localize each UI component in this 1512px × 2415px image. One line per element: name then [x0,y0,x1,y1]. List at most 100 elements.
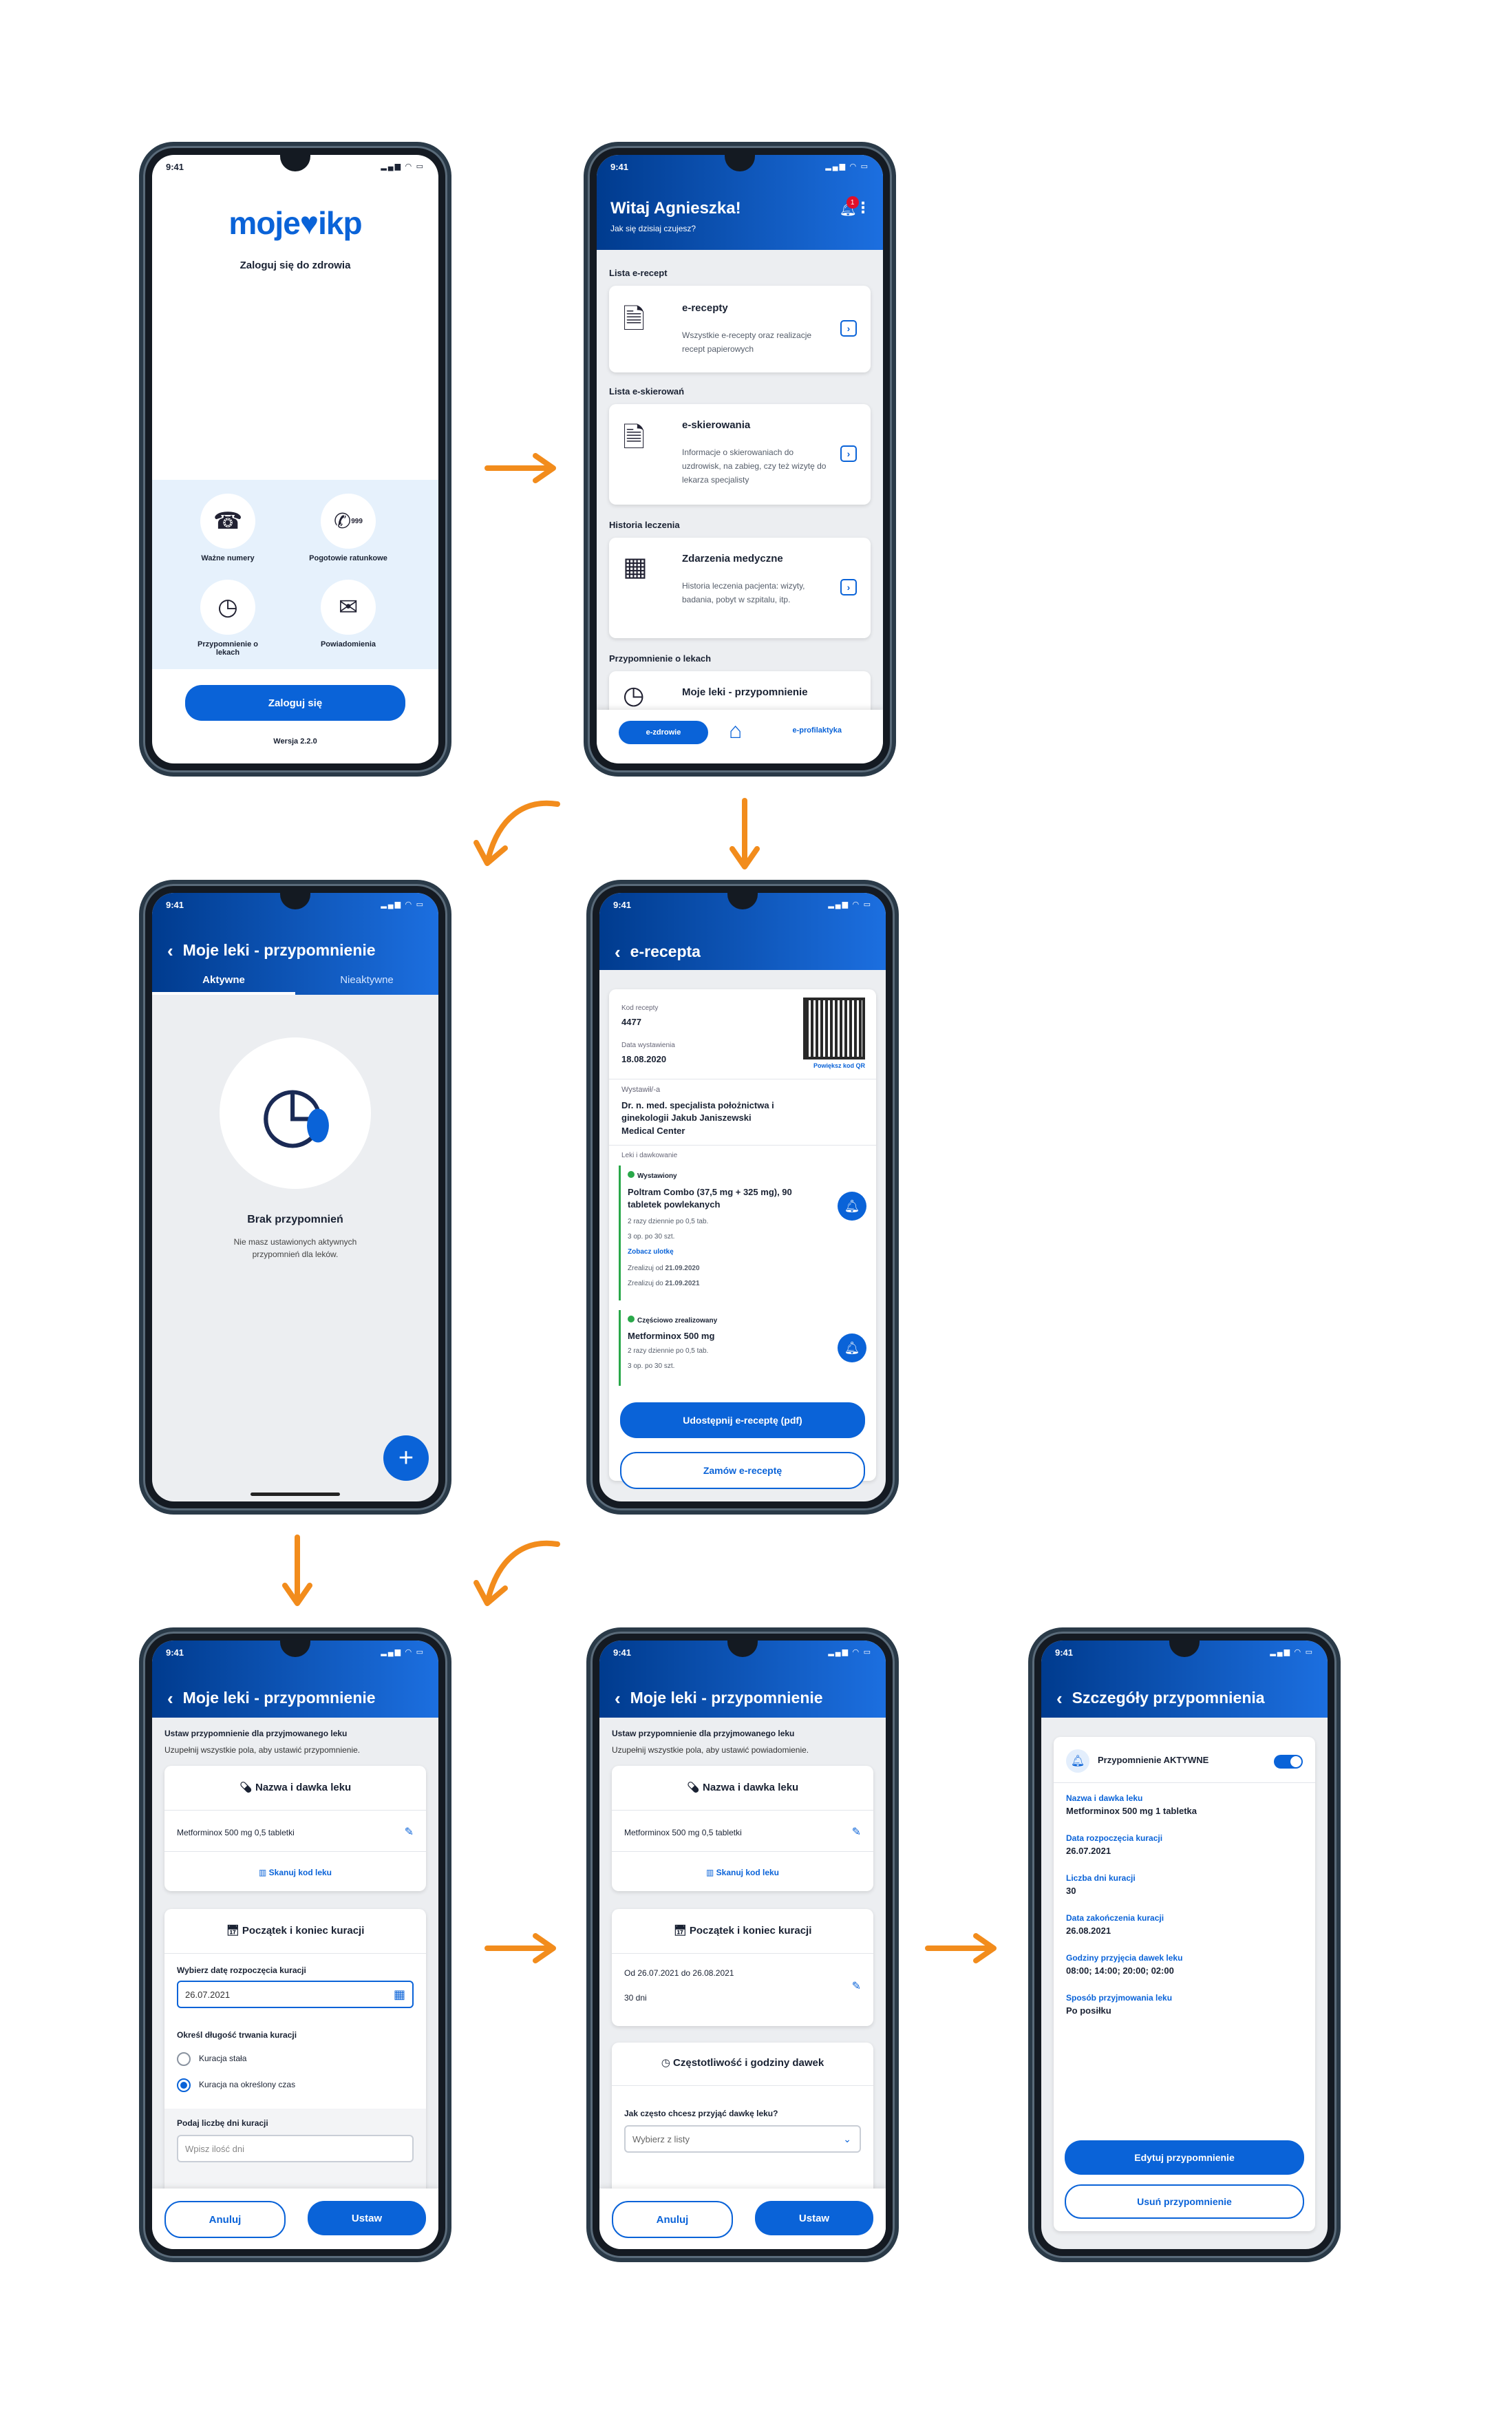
card-medical-events[interactable]: ▦ Zdarzenia medyczne Historia leczenia p… [609,538,871,638]
flow-arrow-right-icon [925,1933,997,1963]
tile-emergency[interactable]: ✆999 Pogotowie ratunkowe [307,494,390,562]
qr-code[interactable] [803,998,865,1059]
frequency-select[interactable]: Wybierz z listy⌄ [624,2125,861,2153]
card-e-prescriptions[interactable]: 🗎︎ e-recepty Wszystkie e-recepty oraz re… [609,286,871,372]
reminder-details-screen: 9:41▂▄▆ ◠ ▭ ‹ Szczegóły przypomnienia 🔔︎… [1041,1641,1328,2249]
nav-e-health[interactable]: e-zdrowie [619,721,708,744]
med-name-card: 💊︎ Nazwa i dawka leku Metforminox 500 mg… [164,1766,426,1891]
clock-icon: ◷ [661,2057,670,2069]
flow-arrow-right-icon [485,453,556,483]
page-title: Moje leki - przypomnienie [182,1689,376,1707]
add-reminder-button[interactable]: + [383,1435,429,1481]
empty-illustration: ◷⬮ [220,1037,371,1189]
back-arrow-icon[interactable]: ‹ [1056,1687,1063,1709]
flow-arrow-down-icon [730,798,760,869]
page-title: Moje leki - przypomnienie [630,1689,823,1707]
tab-inactive[interactable]: Nieaktywne [340,974,394,986]
chevron-right-icon[interactable]: › [840,445,857,462]
med-item: Częściowo zrealizowany Metforminox 500 m… [619,1310,866,1386]
prescription-doc-icon: 🗎︎ [623,304,646,335]
frequency-card: ◷ Częstotliwość i godziny dawek Jak częs… [612,2043,873,2208]
delete-reminder-button[interactable]: Usuń przypomnienie [1065,2184,1304,2219]
phonebook-icon: ☎ [200,494,255,549]
reminder-bell-button[interactable]: 🔔︎ [838,1192,866,1221]
edit-pencil-icon[interactable]: ✎ [404,1826,414,1838]
clock-icon: ◷ [623,681,645,709]
phone-e-prescription: 9:41▂▄▆ ◠ ▭ ‹ e-recepta Kod recepty 4477… [590,884,895,1510]
back-arrow-icon[interactable]: ‹ [615,941,621,962]
days-input[interactable]: Wpisz ilość dni [177,2135,414,2162]
tile-med-reminder[interactable]: ◷ Przypomnienie o lekach [187,580,269,657]
flow-arrow-curved-icon [473,800,560,866]
start-date-input[interactable]: 26.07.2021▦ [177,1981,414,2008]
set-button[interactable]: Ustaw [308,2201,426,2235]
leaflet-link[interactable]: Zobacz ulotkę [628,1248,674,1256]
phone-set-reminder-1: 9:41▂▄▆ ◠ ▭ ‹ Moje leki - przypomnienie … [143,1632,447,2258]
envelope-icon: ✉ [321,580,376,635]
home-icon[interactable]: ⌂ [729,718,743,743]
emergency-phone-icon: ✆999 [321,494,376,549]
med-value[interactable]: Metforminox 500 mg 0,5 tabletki [624,1828,742,1837]
scan-code-link[interactable]: ▥ Skanuj kod leku [705,1868,780,1877]
login-button[interactable]: Zaloguj się [185,685,405,721]
active-toggle[interactable] [1274,1755,1303,1769]
edit-pencil-icon[interactable]: ✎ [851,1826,861,1838]
enlarge-qr-link[interactable]: Powiększ kod QR [813,1062,865,1069]
treatment-period-card: 📅︎ Początek i koniec kuracji Od 26.07.20… [612,1909,873,2026]
greeting-question: Jak się dzisiaj czujesz? [610,224,696,233]
barcode-icon: ▥ [705,1868,714,1877]
order-prescription-button[interactable]: Zamów e-receptę [620,1452,865,1489]
radio-fixed-period[interactable]: Kuracja na określony czas [177,2078,295,2092]
set-button[interactable]: Ustaw [755,2201,873,2235]
calendar-icon: 📅︎ [226,1925,239,1937]
scan-code-link[interactable]: ▥ Skanuj kod leku [258,1868,332,1877]
app-version: Wersja 2.2.0 [273,737,317,746]
tile-important-numbers[interactable]: ☎ Ważne numery [187,494,269,562]
status-time: 9:41 [166,162,184,172]
phone-reminder-details: 9:41▂▄▆ ◠ ▭ ‹ Szczegóły przypomnienia 🔔︎… [1032,1632,1337,2258]
quick-tiles: ☎ Ważne numery ✆999 Pogotowie ratunkowe … [152,480,438,669]
share-pdf-button[interactable]: Udostępnij e-receptę (pdf) [620,1402,865,1438]
tab-active-indicator [152,992,295,995]
flow-arrow-down-icon [282,1535,312,1606]
set-reminder-2-screen: 9:41▂▄▆ ◠ ▭ ‹ Moje leki - przypomnienie … [599,1641,886,2249]
chevron-right-icon[interactable]: › [840,579,857,595]
tile-notifications[interactable]: ✉ Powiadomienia [307,580,390,648]
flow-arrow-right-icon [485,1933,556,1963]
calendar-icon: 📅︎ [673,1925,687,1937]
med-item: Wystawiony Poltram Combo (37,5 mg + 325 … [619,1166,866,1300]
med-value[interactable]: Metforminox 500 mg 0,5 tabletki [177,1828,295,1837]
reminders-empty-screen: 9:41▂▄▆ ◠ ▭ ‹ Moje leki - przypomnienie … [152,893,438,1501]
back-arrow-icon[interactable]: ‹ [167,1687,173,1709]
page-title: Moje leki - przypomnienie [182,941,376,959]
phone-login: 9:41▂▄▆ ◠ ▭ moje♥ikp Zaloguj się do zdro… [143,146,447,772]
back-arrow-icon[interactable]: ‹ [167,940,173,961]
partial-status-icon [628,1316,635,1322]
med-name-card: 💊︎ Nazwa i dawka leku Metforminox 500 mg… [612,1766,873,1891]
e-prescription-screen: 9:41▂▄▆ ◠ ▭ ‹ e-recepta Kod recepty 4477… [599,893,886,1501]
bottom-nav: e-zdrowie ⌂ e-profilaktyka [597,710,883,763]
prescription-card: Kod recepty 4477 Data wystawienia 18.08.… [609,989,876,1489]
reminder-bell-button[interactable]: 🔔︎ [838,1333,866,1362]
chevron-right-icon[interactable]: › [840,320,857,337]
edit-reminder-button[interactable]: Edytuj przypomnienie [1065,2140,1304,2175]
card-e-referrals[interactable]: 🗎︎ e-skierowania Informacje o skierowani… [609,404,871,505]
tab-active[interactable]: Aktywne [202,974,245,986]
nav-e-prevention[interactable]: e-profilaktyka [792,726,842,735]
back-arrow-icon[interactable]: ‹ [615,1687,621,1709]
treatment-period-card: 📅︎ Początek i koniec kuracji Wybierz dat… [164,1909,426,2205]
action-bar: Anuluj Ustaw [599,2189,886,2249]
app-logo: moje♥ikp [228,205,362,241]
set-reminder-1-screen: 9:41▂▄▆ ◠ ▭ ‹ Moje leki - przypomnienie … [152,1641,438,2249]
cancel-button[interactable]: Anuluj [164,2201,286,2238]
details-card: 🔔︎ Przypomnienie AKTYWNE Nazwa i dawka l… [1054,1737,1315,2231]
reminder-status: Przypomnienie AKTYWNE [1098,1755,1209,1765]
edit-pencil-icon[interactable]: ✎ [851,1981,861,1992]
radio-permanent[interactable]: Kuracja stała [177,2052,246,2066]
cancel-button[interactable]: Anuluj [612,2201,733,2238]
kebab-menu-icon[interactable]: ⋮ [855,199,871,216]
bell-icon[interactable]: 🔔︎1 [840,196,859,218]
bell-icon: 🔔︎ [1066,1749,1089,1773]
empty-desc: Nie masz ustawionych aktywnych przypomni… [233,1237,357,1259]
phone-set-reminder-2: 9:41▂▄▆ ◠ ▭ ‹ Moje leki - przypomnienie … [590,1632,895,2258]
